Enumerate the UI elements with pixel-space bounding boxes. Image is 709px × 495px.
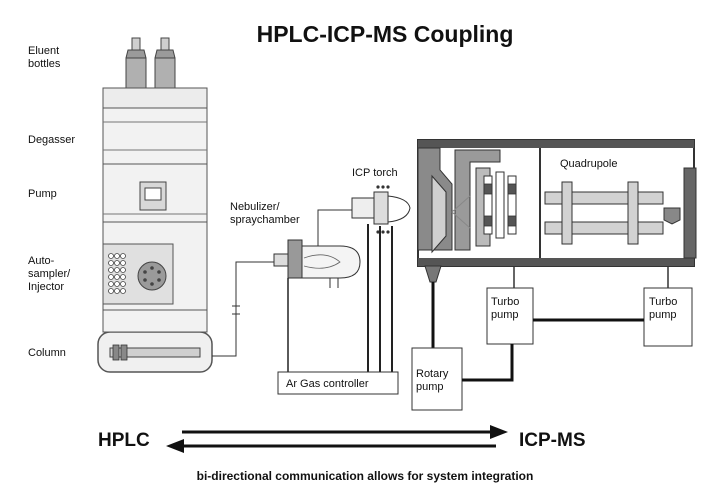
solvent-cabinet [102, 87, 208, 109]
turbo-pump-1 [486, 287, 534, 345]
label-degasser: Degasser [28, 134, 75, 146]
bidirectional-arrows [166, 425, 508, 453]
mass-spectrometer [417, 139, 697, 267]
hplc-stack [97, 37, 213, 373]
degasser-module [102, 107, 208, 165]
arrow-left-icon [166, 439, 184, 453]
nebulizer-spraychamber [273, 232, 361, 288]
label-icp-torch: ICP torch [352, 167, 398, 179]
label-turbo1-2: pump [491, 309, 519, 321]
label-autosampler-3: Injector [28, 281, 64, 293]
footer-caption: bi-directional communication allows for … [197, 469, 534, 483]
tubing-line [212, 261, 282, 357]
label-autosampler-1: Auto- [28, 255, 55, 267]
label-column: Column [28, 347, 66, 359]
arrow-right-icon [490, 425, 508, 439]
turbo-pump-2 [643, 287, 693, 347]
label-nebulizer-2: spraychamber [230, 214, 300, 226]
label-nebulizer-1: Nebulizer/ [230, 201, 280, 213]
eluent-bottles [125, 37, 176, 89]
quadrupole-rods [544, 181, 664, 245]
label-turbo2-1: Turbo [649, 296, 677, 308]
label-rotary-2: pump [416, 381, 444, 393]
label-turbo2-2: pump [649, 309, 677, 321]
icp-torch [351, 185, 411, 234]
label-autosampler-2: sampler/ [28, 268, 71, 280]
label-eluent: Eluent [28, 45, 59, 57]
label-pump: Pump [28, 188, 57, 200]
label-quadrupole: Quadrupole [560, 158, 618, 170]
footer-icpms-label: ICP-MS [519, 430, 586, 451]
ar-gas-controller [277, 371, 399, 395]
label-rotary-1: Rotary [416, 368, 449, 380]
vacuum-line-rotary [462, 344, 514, 382]
label-eluent-2: bottles [28, 58, 61, 70]
label-turbo1-1: Turbo [491, 296, 519, 308]
footer-hplc-label: HPLC [98, 430, 150, 451]
label-ar-gas: Ar Gas controller [286, 378, 369, 390]
diagram-title: HPLC-ICP-MS Coupling [257, 21, 514, 47]
sample-tray [108, 253, 126, 294]
